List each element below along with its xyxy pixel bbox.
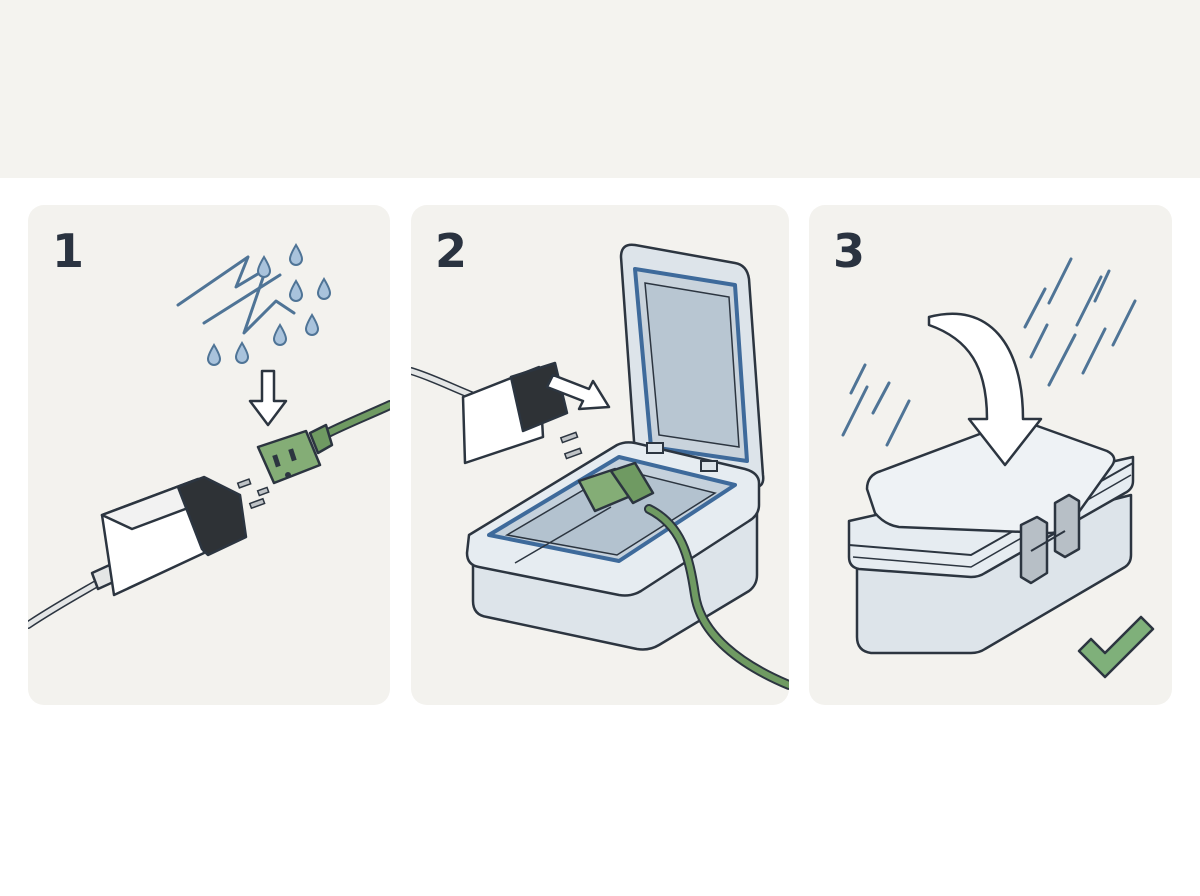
step-1-number: 1 <box>52 224 85 278</box>
step-2-number: 2 <box>435 224 468 278</box>
rain-icon <box>841 257 1137 447</box>
power-adapter-icon <box>28 475 270 629</box>
checkmark-icon <box>1077 615 1155 679</box>
power-adapter-icon <box>461 361 583 465</box>
step-3-panel: 3 <box>809 205 1172 705</box>
extension-plug-icon <box>577 461 789 690</box>
step-3-number: 3 <box>833 224 866 278</box>
right-arrow-icon <box>545 373 611 411</box>
step-1-panel: 1 <box>28 205 390 705</box>
weatherproof-box-icon <box>847 419 1135 655</box>
extension-plug-icon <box>256 400 390 485</box>
step-1-illustration <box>28 243 390 629</box>
water-drops <box>206 243 332 366</box>
down-arrow-icon <box>248 369 288 427</box>
header-band <box>0 0 1200 178</box>
step-2-panel: 2 <box>411 205 789 705</box>
curved-arrow-icon <box>927 312 1043 467</box>
step-2-illustration <box>411 243 789 690</box>
step-3-illustration <box>841 257 1155 679</box>
rain-icon <box>176 255 296 335</box>
